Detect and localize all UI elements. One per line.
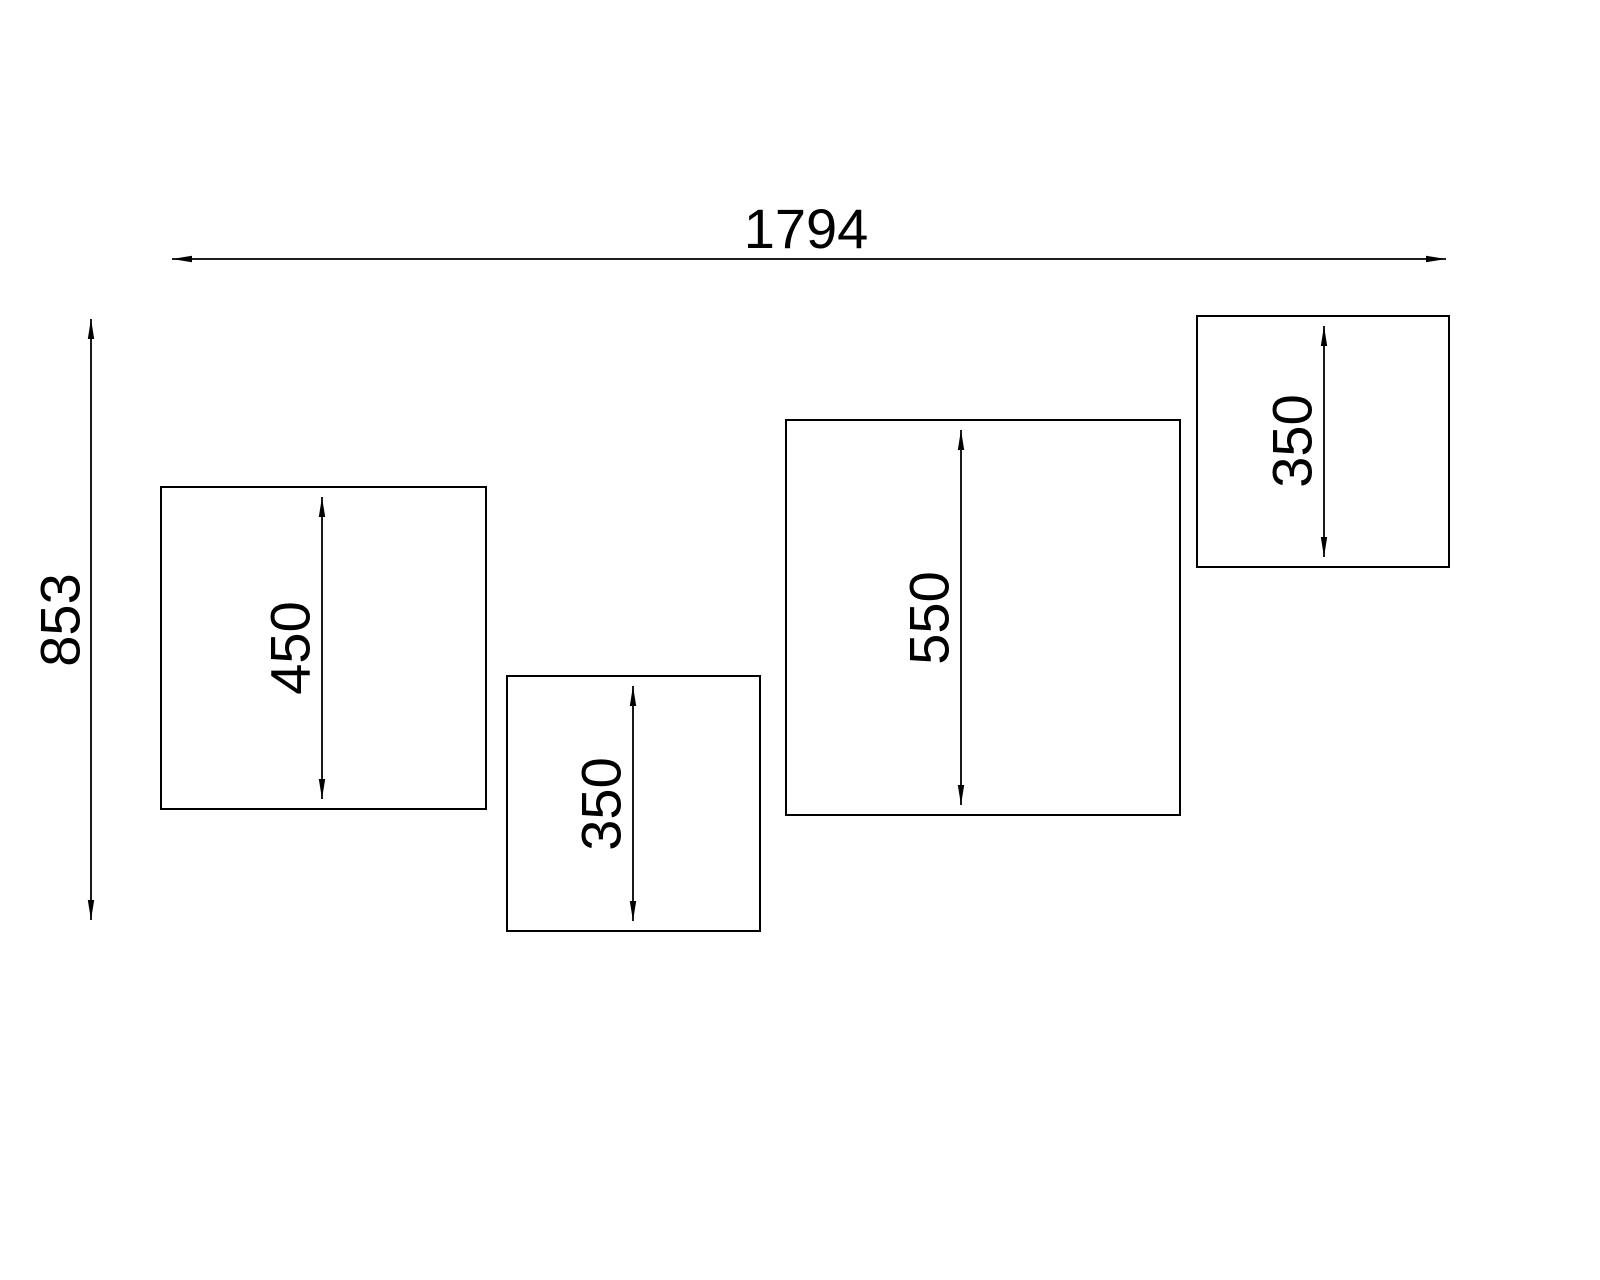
overall-width-dimension: 1794 [172, 197, 1446, 263]
box-1-height-dimension-label: 450 [259, 601, 322, 694]
box-3: 550 [785, 419, 1181, 816]
overall-width-dimension-label: 1794 [744, 197, 869, 260]
box-3-outline [785, 419, 1181, 816]
box-1-outline [160, 486, 487, 810]
box-2-height-dimension-label: 350 [570, 757, 633, 850]
overall-height-dimension: 853 [29, 319, 95, 920]
box-3-height-dimension-label: 550 [898, 571, 961, 664]
box-1: 450 [160, 486, 487, 810]
box-4: 350 [1196, 315, 1450, 568]
box-2: 350 [506, 675, 761, 932]
box-4-height-dimension-label: 350 [1261, 394, 1324, 487]
box-4-outline [1196, 315, 1450, 568]
box-2-outline [506, 675, 761, 932]
overall-height-dimension-label: 853 [29, 573, 92, 666]
